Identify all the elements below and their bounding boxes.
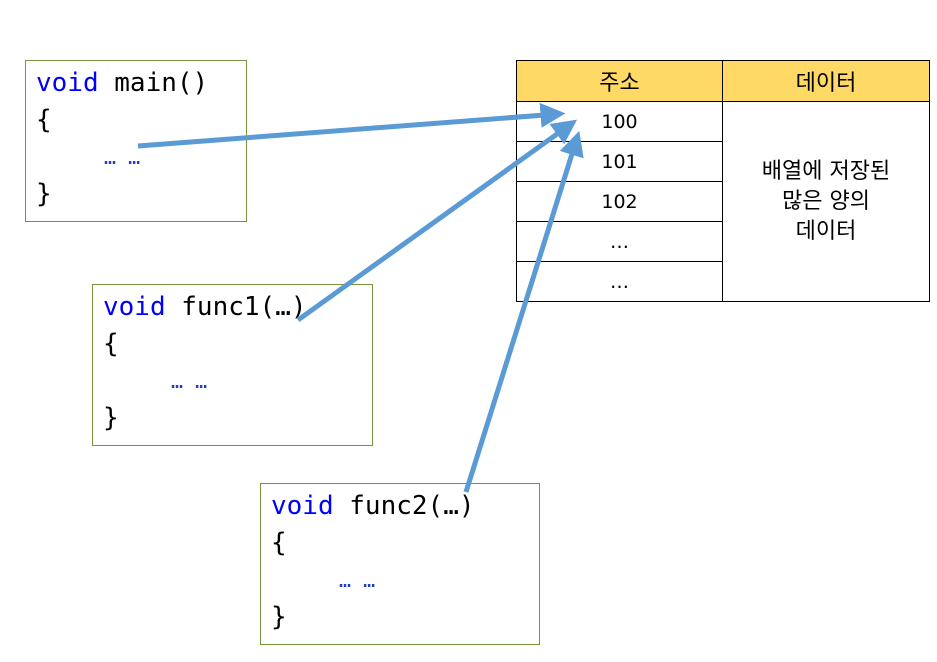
address-cell: … xyxy=(516,261,723,302)
function-name: func1(…) xyxy=(165,292,307,322)
close-brace: } xyxy=(271,602,287,632)
address-cell: … xyxy=(516,221,723,262)
code-box-func2: void func2(…) { … … } xyxy=(260,483,540,645)
code-box-func1: void func1(…) { … … } xyxy=(92,284,373,446)
keyword-void: void xyxy=(271,491,334,521)
memory-table: 주소 데이터 100 배열에 저장된 많은 양의 데이터 101 102 … … xyxy=(516,60,930,302)
header-address: 주소 xyxy=(516,60,723,102)
function-name: func2(…) xyxy=(333,491,475,521)
close-brace: } xyxy=(103,403,119,433)
function-body: … … xyxy=(104,145,141,169)
data-line: 많은 양의 xyxy=(782,188,870,214)
address-cell: 102 xyxy=(516,181,723,222)
function-name: main() xyxy=(98,68,209,98)
keyword-void: void xyxy=(103,292,166,322)
open-brace: { xyxy=(103,329,119,359)
function-signature: void func1(…) xyxy=(103,289,372,326)
address-cell: 100 xyxy=(516,101,723,142)
function-signature: void func2(…) xyxy=(271,488,539,525)
function-body: … … xyxy=(339,568,376,592)
table-row: 100 배열에 저장된 많은 양의 데이터 xyxy=(516,101,930,302)
open-brace: { xyxy=(36,105,52,135)
keyword-void: void xyxy=(36,68,99,98)
table-header-row: 주소 데이터 xyxy=(516,60,930,102)
header-data: 데이터 xyxy=(722,60,930,102)
function-body: … … xyxy=(171,369,208,393)
code-box-main: void main() { … … } xyxy=(25,60,247,222)
open-brace: { xyxy=(271,528,287,558)
function-signature: void main() xyxy=(36,65,246,102)
data-line: 데이터 xyxy=(795,218,857,244)
data-cell: 배열에 저장된 많은 양의 데이터 xyxy=(722,101,930,302)
close-brace: } xyxy=(36,179,52,209)
address-cell: 101 xyxy=(516,141,723,182)
data-line: 배열에 저장된 xyxy=(761,158,891,184)
